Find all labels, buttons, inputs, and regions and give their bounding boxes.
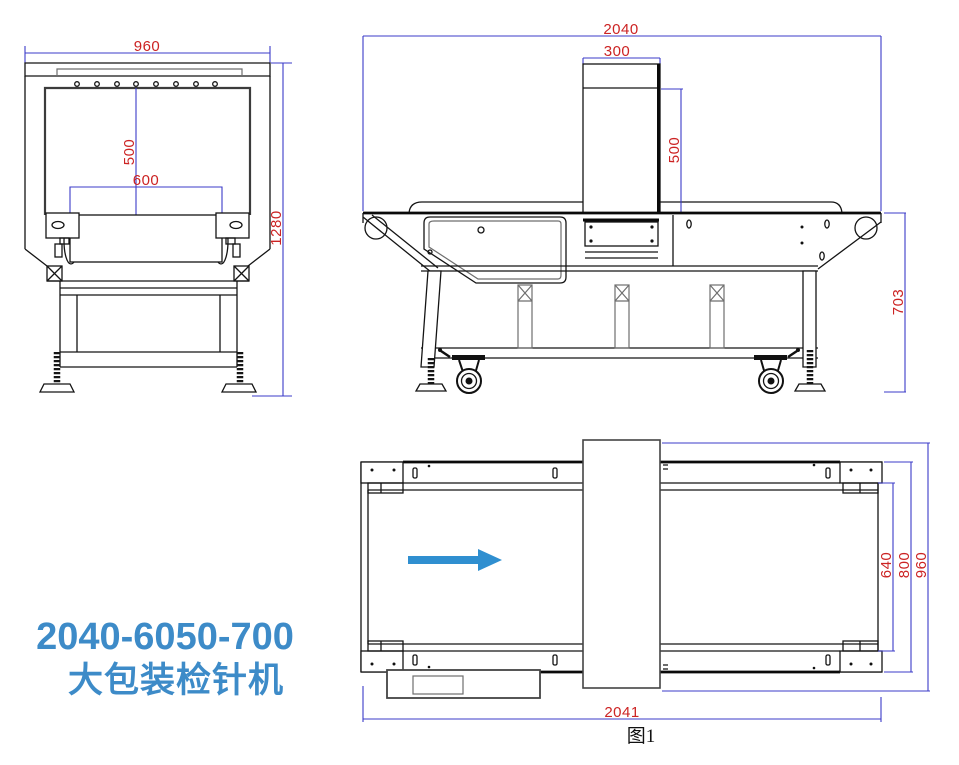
side-view: 2040 300 500 (362, 21, 907, 394)
top-dim-frame-width: 800 (884, 461, 913, 673)
front-dim-belt-width: 600 (69, 172, 223, 213)
caster-wheel-right (754, 348, 800, 394)
front-leveling-feet (38, 352, 258, 393)
side-control-panel (423, 216, 567, 284)
top-view: 640 800 960 2041 (360, 439, 930, 722)
front-view: 960 500 600 (24, 38, 292, 397)
side-tower-base (583, 218, 659, 259)
top-detector-head (582, 439, 661, 689)
top-corner-brackets (360, 461, 883, 673)
side-dim-length-label: 2040 (603, 21, 638, 38)
side-cross-legs (517, 284, 725, 349)
front-dim-width-label: 960 (134, 38, 161, 55)
front-dim-belt-width-label: 600 (133, 172, 160, 189)
side-leveling-feet (414, 350, 827, 392)
model-number: 2040-6050-700 (36, 616, 294, 658)
front-cross-blocks (46, 265, 250, 282)
model-title: 2040-6050-700 大包装检针机 (20, 615, 310, 701)
front-stand (47, 280, 249, 368)
front-conveyor-roller (63, 214, 229, 265)
top-dim-overall-width-label: 960 (913, 552, 930, 579)
side-dim-head-height-label: 500 (666, 137, 683, 164)
top-dim-frame-width-label: 800 (896, 552, 913, 579)
top-dim-length-label: 2041 (604, 704, 639, 721)
top-dim-belt-width-label: 640 (878, 552, 895, 579)
side-dim-head-width: 300 (582, 43, 661, 64)
side-dim-head-width-label: 300 (604, 43, 631, 60)
side-dim-head-height: 500 (661, 88, 683, 213)
side-underdeck-details (672, 215, 830, 266)
caster-wheel-left (438, 348, 485, 394)
side-deck-ends (362, 213, 882, 273)
front-dim-opening-height: 500 (121, 88, 138, 215)
side-stand (420, 265, 818, 368)
figure-caption: 图1 (626, 726, 656, 747)
side-dim-bed-height-label: 703 (890, 289, 907, 316)
flow-direction-arrow-icon (408, 549, 502, 571)
front-dim-total-height: 1280 (252, 62, 292, 397)
side-dim-length: 2040 (362, 21, 882, 211)
model-name: 大包装检针机 (67, 660, 284, 700)
side-detector-head (582, 63, 661, 214)
side-dim-bed-height: 703 (884, 212, 907, 393)
front-dim-opening-height-label: 500 (121, 139, 138, 166)
front-side-brackets (45, 212, 250, 258)
top-head-marks (663, 464, 668, 670)
front-bolt-holes (74, 81, 218, 87)
top-dim-belt-width: 640 (878, 482, 895, 652)
front-aperture (43, 86, 252, 215)
front-dim-total-height-label: 1280 (268, 210, 285, 245)
top-dim-overall-width: 960 (662, 442, 930, 692)
front-dim-width: 960 (24, 38, 271, 63)
top-rail-slots (412, 463, 831, 670)
top-dim-length: 2041 (362, 686, 882, 722)
top-control-panel (386, 669, 541, 699)
